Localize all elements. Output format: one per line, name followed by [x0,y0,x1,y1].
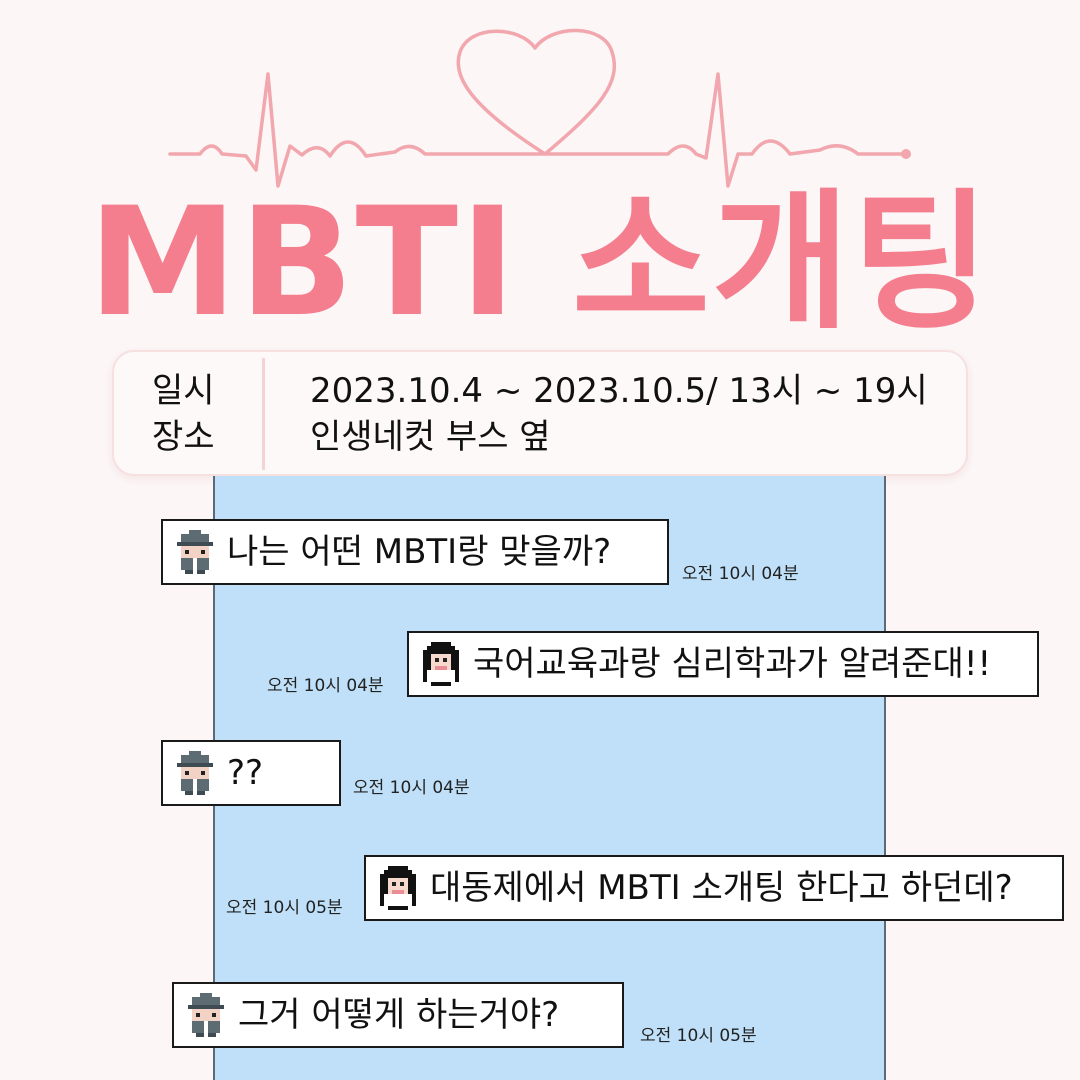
chat-bubble: ?? [161,740,341,806]
chat-timestamp: 오전 10시 05분 [226,898,343,918]
chat-timestamp: 오전 10시 05분 [640,1026,757,1046]
chat-timestamp: 오전 10시 04분 [353,778,470,798]
chat-message-text: 대동제에서 MBTI 소개팅 한다고 하던데? [430,868,1013,908]
chat-message-text: ?? [227,753,264,793]
girl-avatar-icon [419,642,463,686]
boy-avatar-icon [173,530,217,574]
info-label-date: 일시 [152,371,215,411]
boy-avatar-icon [184,993,228,1037]
event-info-box: 일시 장소 2023.10.4 ~ 2023.10.5/ 13시 ~ 19시 인… [112,350,968,476]
chat-timestamp: 오전 10시 04분 [267,676,384,696]
girl-avatar-icon [376,866,420,910]
info-date-value: 2023.10.4 ~ 2023.10.5/ 13시 ~ 19시 [310,371,928,411]
chat-timestamp: 오전 10시 04분 [682,564,799,584]
chat-bubble: 국어교육과랑 심리학과가 알려준대!! [407,631,1039,697]
heartbeat-heart-decoration [168,28,911,188]
boy-avatar-icon [173,751,217,795]
chat-message-text: 국어교육과랑 심리학과가 알려준대!! [473,644,992,684]
info-label-place: 장소 [152,417,215,457]
heartbeat-line [168,28,907,188]
info-labels: 일시 장소 [152,368,242,460]
chat-bubble: 그거 어떻게 하는거야? [172,982,624,1048]
info-values: 2023.10.4 ~ 2023.10.5/ 13시 ~ 19시 인생네컷 부스… [310,368,950,460]
chat-message-text: 나는 어떤 MBTI랑 맞을까? [227,532,612,572]
info-place-value: 인생네컷 부스 옆 [310,417,551,457]
chat-bubble: 나는 어떤 MBTI랑 맞을까? [161,519,669,585]
info-divider [262,358,265,470]
heartbeat-end-dot [901,149,911,159]
chat-message-text: 그거 어떻게 하는거야? [238,995,560,1035]
page-title: MBTI 소개팅 [88,176,992,350]
chat-bubble: 대동제에서 MBTI 소개팅 한다고 하던데? [364,855,1064,921]
